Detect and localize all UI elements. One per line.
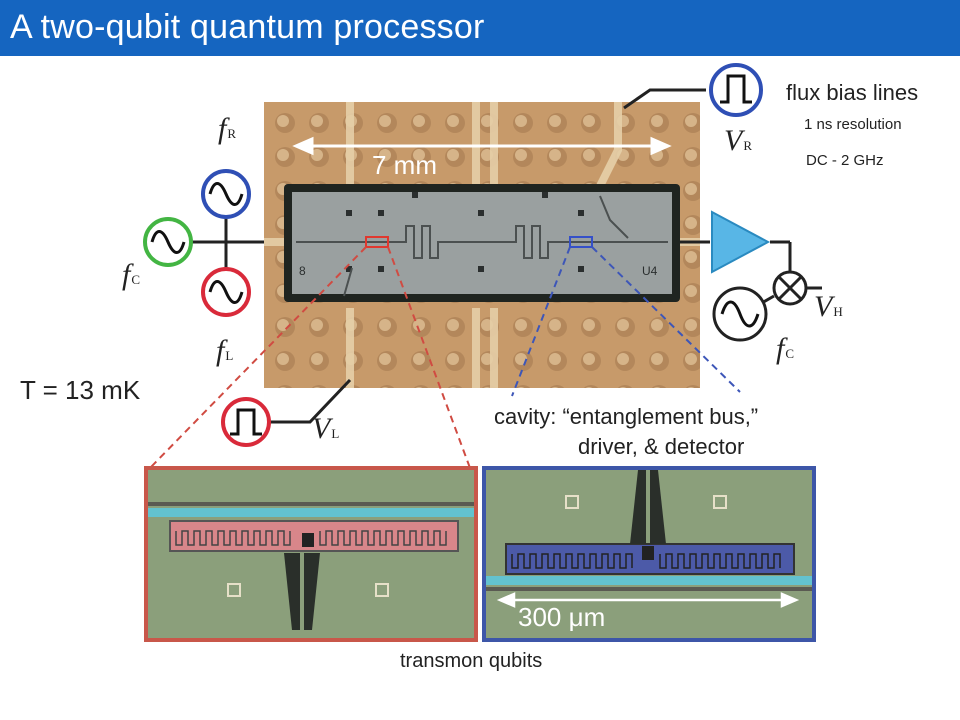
right-qubit-inset (482, 466, 816, 642)
chip-micrograph (264, 102, 700, 388)
sine-source-L (201, 267, 251, 317)
page-title: A two-qubit quantum processor (10, 8, 485, 46)
transmon-qubits-label: transmon qubits (400, 650, 543, 672)
sine-wave-source-icon (208, 280, 244, 304)
symbol-VR: VR (724, 124, 752, 157)
sine-source-C-right (712, 286, 768, 342)
left-qubit-inset (144, 466, 478, 642)
symbol-VH: VH (814, 290, 843, 323)
sine-source-C (143, 217, 193, 267)
sine-wave-source-icon (208, 182, 244, 206)
square-pulse-source-icon (230, 408, 262, 436)
sine-source-R (201, 169, 251, 219)
symbol-VL: VL (312, 412, 340, 445)
amplifier-triangle-icon (711, 210, 771, 274)
qubit-right-marker (569, 236, 593, 248)
chip-size-arrow (292, 136, 672, 156)
flux-bias-lines-label: flux bias lines (786, 80, 919, 105)
chip-mark-right: U4 (642, 264, 658, 278)
symbol-fC-right: fC (776, 332, 795, 365)
cavity-label-line1: cavity: “entanglement bus,” (494, 404, 759, 429)
square-pulse-source-icon (720, 74, 752, 104)
chip-mark-left: 8 (299, 264, 306, 278)
pulse-source-R (709, 63, 763, 117)
mixer-icon (772, 270, 808, 306)
resolution-label: 1 ns resolution (804, 116, 902, 133)
symbol-fC-left: fC (122, 258, 141, 291)
symbol-fR: fR (218, 112, 237, 145)
sine-wave-source-icon (720, 300, 760, 328)
sine-wave-source-icon (150, 230, 186, 254)
pulse-source-L (221, 397, 271, 447)
bandwidth-label: DC - 2 GHz (806, 152, 884, 169)
scale-bar-label: 300 μm (518, 602, 606, 632)
symbol-fL: fL (216, 334, 234, 367)
temperature-label: T = 13 mK (20, 375, 141, 405)
qubit-left-marker (365, 236, 389, 248)
scale-bar-arrow (496, 592, 800, 608)
cavity-label-line2: driver, & detector (578, 434, 745, 459)
title-bar: A two-qubit quantum processor (0, 0, 960, 56)
chip-size-label: 7 mm (372, 150, 437, 180)
